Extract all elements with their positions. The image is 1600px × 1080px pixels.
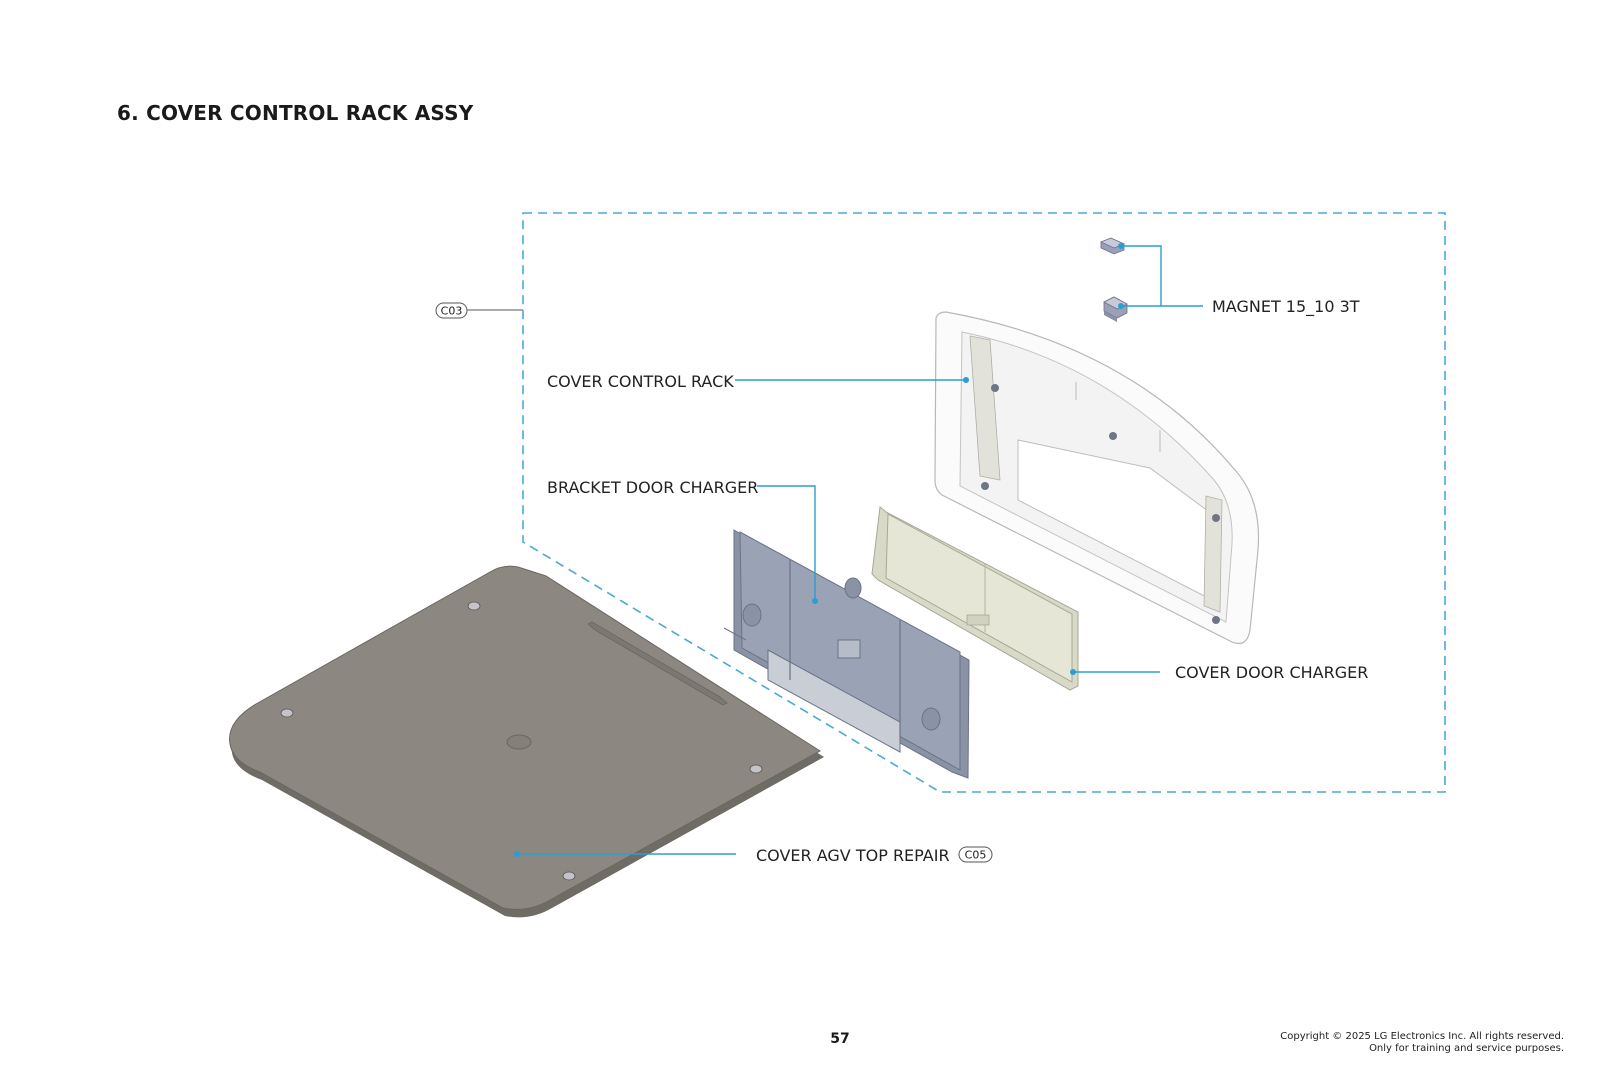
magnet-part-2	[1103, 296, 1128, 322]
label-cover-control-rack: COVER CONTROL RACK	[547, 372, 734, 391]
label-magnet: MAGNET 15_10 3T	[1212, 297, 1360, 317]
section-title: 6. COVER CONTROL RACK ASSY	[117, 101, 474, 125]
leader-dot-cover-agv-top-repair	[514, 851, 520, 857]
label-cover-door-charger: COVER DOOR CHARGER	[1175, 663, 1368, 682]
copyright-line-2: Only for training and service purposes.	[1369, 1043, 1564, 1054]
leader-dot-cover-door-charger	[1070, 669, 1076, 675]
leader-dot-cover-control-rack	[963, 377, 969, 383]
cover-door-charger-part	[871, 506, 1079, 691]
assembly-tag-label: C03	[441, 305, 463, 318]
cover-control-rack-part	[934, 311, 1260, 645]
part-tag-label: C05	[965, 849, 987, 862]
copyright-notice: Copyright © 2025 LG Electronics Inc. All…	[1280, 1031, 1564, 1055]
part-tag-c05[interactable]: C05	[958, 846, 993, 863]
label-cover-agv-top-repair: COVER AGV TOP REPAIR	[756, 846, 950, 865]
leader-dot-magnet-1	[1118, 243, 1124, 249]
leader-magnet	[1121, 245, 1203, 307]
leader-dot-bracket-door-charger	[812, 598, 818, 604]
copyright-line-1: Copyright © 2025 LG Electronics Inc. All…	[1280, 1031, 1564, 1042]
page-number: 57	[830, 1031, 850, 1047]
assembly-tag-c03[interactable]: C03	[435, 302, 523, 319]
cover-agv-top-part	[229, 565, 824, 918]
bracket-door-charger-part	[723, 529, 970, 779]
assembly-boundary	[522, 212, 1446, 793]
leader-dot-magnet-2	[1118, 303, 1124, 309]
label-bracket-door-charger: BRACKET DOOR CHARGER	[547, 478, 758, 497]
leader-bracket-door-charger	[757, 485, 816, 601]
